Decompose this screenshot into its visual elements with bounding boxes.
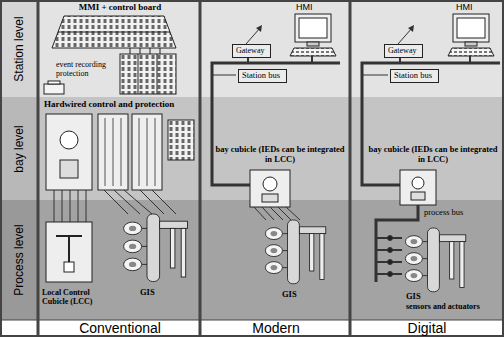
gis-switchgear [124,214,188,282]
gis-caption: GIS [140,288,170,298]
level-band: Station level [0,0,38,97]
box-label: Station bus [394,71,435,81]
level-label: Process level [12,224,26,295]
column-header: Conventional [40,320,200,336]
gis-switchgear [265,220,325,284]
box-label: Gateway [388,46,419,55]
bus-label-box: Station bus [390,69,439,83]
parallel-cables [254,207,300,220]
box-label: Gateway [236,46,267,55]
gis-caption: GIS [282,290,312,300]
column-header: Modern [202,320,350,336]
level-band: bay level [0,97,38,200]
bus-caption: process bus [424,208,494,218]
bus-label-box: Station bus [238,69,287,83]
level-band: Process level [0,200,38,320]
bay-cubicle [400,170,436,205]
hardwired-cabinets [46,114,194,190]
protection-rack [120,54,176,94]
column-header: Digital [352,320,502,336]
gis-switchgear [405,228,465,292]
cubicle-caption: bay cubicle (IEDs can be integrated in L… [214,145,346,165]
hmi-caption: HMI [296,2,326,12]
gateway-box: Gateway [384,44,423,58]
box-label: Station bus [242,71,283,81]
gis-caption: sensors and actuators [406,302,500,311]
hmi-computer [448,14,494,56]
cubicle-caption: Local Control Cubicle (LCC) [42,288,108,306]
control-board [52,16,176,54]
station-bus [362,25,500,185]
bay-cubicle [250,170,290,207]
bay-caption: Hardwired control and protection [44,99,198,109]
local-control-cubicle [46,222,92,282]
gateway-box: Gateway [232,44,271,58]
level-label: bay level [12,125,26,172]
hmi-computer [290,14,336,56]
device-caption: event recording protection [56,60,116,78]
station-caption: MMI + control board [60,2,180,12]
gis-caption: GIS [406,292,436,302]
cubicle-caption: bay cubicle (IEDs can be integrated in L… [366,145,500,165]
level-label: Station level [12,16,26,81]
hmi-caption: HMI [456,2,486,12]
printer-icon [44,81,64,94]
